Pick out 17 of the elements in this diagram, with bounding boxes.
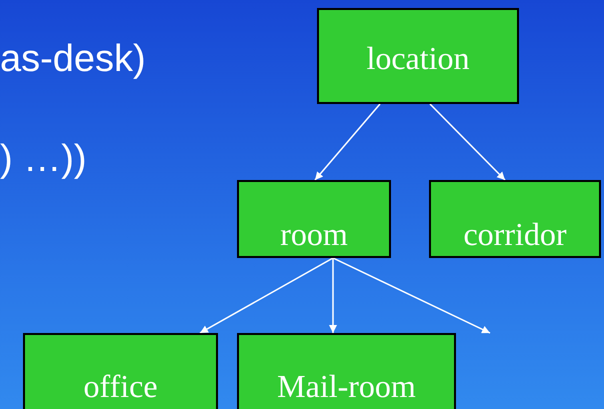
node-label: Mail-room [277,370,416,402]
arrow [314,104,381,180]
node-label: location [366,42,470,74]
tree-node-box [237,180,391,258]
tree-node-box [23,333,218,409]
node-label: corridor [463,218,567,250]
arrow [200,257,334,334]
slide-text: ) …)) [0,140,87,178]
slide-text: as-desk) [0,40,146,78]
tree-node-box [429,180,601,258]
tree-node-box [317,8,519,104]
arrow [329,258,337,333]
tree-node-box [237,333,456,409]
node-label: office [83,370,158,402]
arrow [429,103,506,181]
node-label: room [280,218,348,250]
arrow [332,257,490,334]
